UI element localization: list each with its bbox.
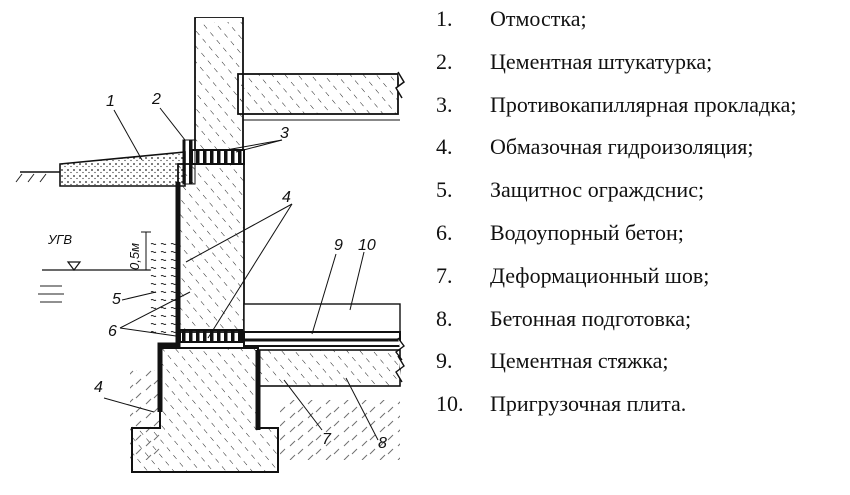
legend-text: Пригрузочная плита. xyxy=(490,391,687,417)
legend-number: 3. xyxy=(436,91,453,117)
legend-text: Защитнос ограждснис; xyxy=(490,177,705,203)
legend-number: 1. xyxy=(436,6,453,31)
legend-number: 4. xyxy=(436,134,453,160)
callout-4-lower: 4 xyxy=(94,379,103,396)
callout-8: 8 xyxy=(378,435,387,452)
capillary-barrier-lower xyxy=(179,329,243,343)
legend-list: 1. Отмостка; 2. Цементная штукатурка; 3.… xyxy=(436,4,846,432)
legend-text: Цементная штукатурка; xyxy=(490,48,713,74)
callout-10: 10 xyxy=(358,237,376,254)
legend-item-7: 7. Деформационный шов; xyxy=(436,261,846,291)
ground-surface xyxy=(15,171,60,183)
legend-text: Бетонная подготовка; xyxy=(490,305,692,331)
legend-number: 10. xyxy=(436,391,464,417)
legend-item-4: 4. Обмазочная гидроизоляция; xyxy=(436,132,846,162)
upper-wall xyxy=(194,17,244,151)
legend-item-9: 9. Цементная стяжка; xyxy=(436,346,846,376)
legend-text: Противокапиллярная прокладка; xyxy=(490,91,797,117)
legend-text: Цементная стяжка; xyxy=(490,348,669,374)
callout-5: 5 xyxy=(112,291,121,308)
foundation-section-drawing: УГВ 0,5м 1 2 3 4 4 5 6 7 8 9 10 xyxy=(15,17,405,473)
blind-area xyxy=(59,151,186,187)
legend-number: 8. xyxy=(436,305,453,331)
callout-2: 2 xyxy=(151,91,161,108)
concrete-preparation xyxy=(257,349,401,387)
floor-slab xyxy=(237,71,405,115)
legend-text: Деформационный шов; xyxy=(490,262,710,288)
callout-6: 6 xyxy=(108,323,117,340)
legend-item-8: 8. Бетонная подготовка; xyxy=(436,304,846,334)
legend-item-2: 2. Цементная штукатурка; xyxy=(436,47,846,77)
legend-number: 2. xyxy=(436,48,453,74)
dimension-05m: 0,5м xyxy=(127,231,151,271)
legend-item-5: 5. Защитнос ограждснис; xyxy=(436,175,846,205)
legend-text: Обмазочная гидроизоляция; xyxy=(490,134,754,160)
callout-1: 1 xyxy=(106,93,115,110)
legend-text: Отмостка; xyxy=(490,6,587,31)
groundwater-label: УГВ xyxy=(47,232,72,247)
callout-3: 3 xyxy=(280,125,289,142)
legend-text: Водоупорный бетон; xyxy=(490,219,684,245)
soil-under-slab xyxy=(280,400,400,460)
legend-number: 9. xyxy=(436,348,453,374)
dimension-label: 0,5м xyxy=(127,243,142,270)
callout-7: 7 xyxy=(322,431,332,448)
legend-number: 7. xyxy=(436,262,453,288)
legend-number: 6. xyxy=(436,219,453,245)
leader-lines xyxy=(103,107,379,441)
protective-barrier xyxy=(150,240,176,336)
groundwater-level: УГВ xyxy=(38,232,150,303)
legend-item-1: 1. Отмостка; xyxy=(436,4,846,34)
legend-item-10: 10. Пригрузочная плита. xyxy=(436,389,846,419)
callout-4-upper: 4 xyxy=(282,189,291,206)
legend-item-6: 6. Водоупорный бетон; xyxy=(436,218,846,248)
floor-layers xyxy=(243,303,405,361)
callout-9: 9 xyxy=(334,237,343,254)
legend-item-3: 3. Противокапиллярная прокладка; xyxy=(436,90,846,120)
legend-number: 5. xyxy=(436,177,453,203)
